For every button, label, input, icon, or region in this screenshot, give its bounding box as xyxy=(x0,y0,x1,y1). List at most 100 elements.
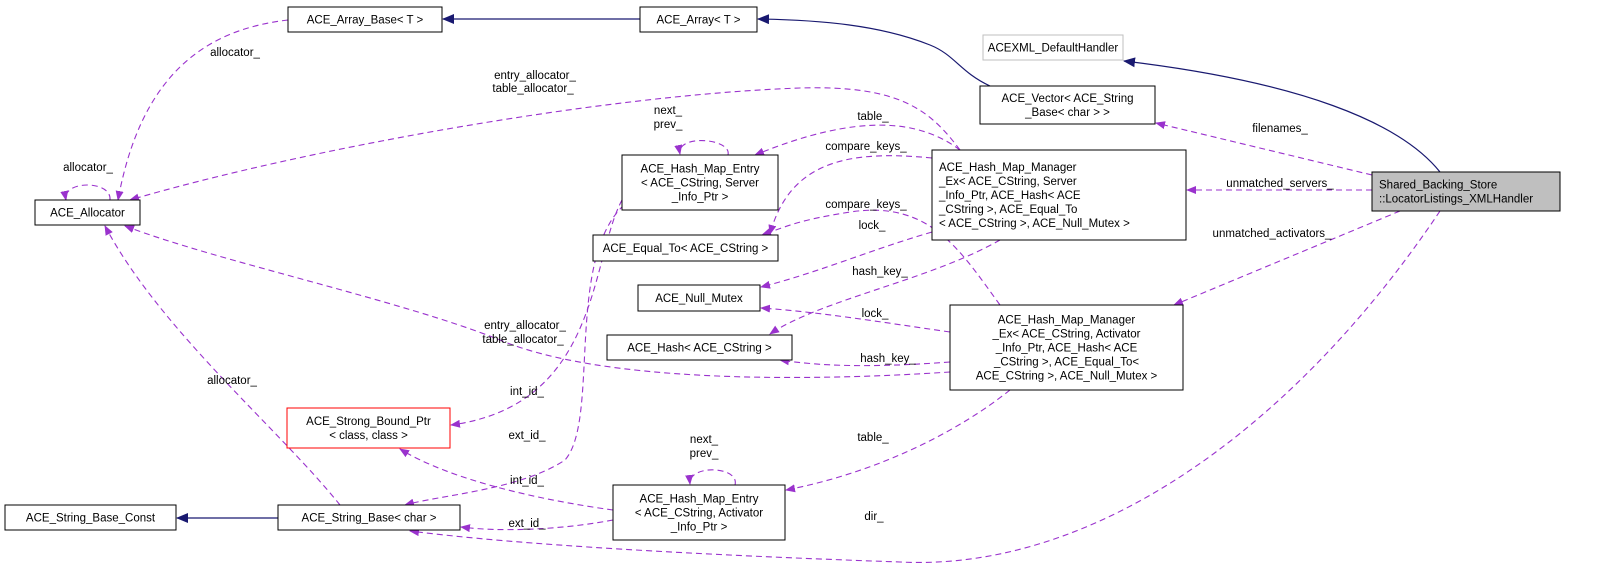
class-node-hme-server[interactable]: ACE_Hash_Map_Entry< ACE_CString, Server_… xyxy=(621,154,779,211)
node-label: ACE_Hash_Map_Entry xyxy=(641,164,760,176)
class-node-strong-bound-ptr[interactable]: ACE_Strong_Bound_Ptr< class, class > xyxy=(286,407,451,449)
inherit-edge-vector-to-array xyxy=(757,14,991,87)
node-label: ACE_Hash_Map_Entry xyxy=(640,494,759,506)
edge-hme-server-ext-id xyxy=(404,204,625,507)
edges xyxy=(60,14,1441,563)
node-label: _Base< char > > xyxy=(1024,107,1110,119)
node-box xyxy=(982,34,1124,61)
node-label: ACE_Array< T > xyxy=(657,15,741,27)
edge-label: int_id_ xyxy=(510,475,544,487)
edge-allocator-self xyxy=(60,184,111,201)
edge-hmm-activator-lock xyxy=(760,304,951,333)
node-label: ACE_Hash_Map_Manager xyxy=(939,162,1077,174)
node-box xyxy=(34,199,141,226)
edge-label: table_ xyxy=(857,111,889,123)
edge-unmatched-activators xyxy=(1173,210,1401,306)
node-box xyxy=(979,85,1156,125)
class-node-hmm-activator[interactable]: ACE_Hash_Map_Manager _Ex< ACE_CString, Ac… xyxy=(949,304,1184,391)
edge-hmm-activator-hash xyxy=(779,357,951,367)
node-label: ACE_Hash_Map_Manager xyxy=(998,315,1136,327)
edge-hme-server-int-id xyxy=(450,199,623,428)
node-label: Shared_Backing_Store xyxy=(1379,180,1497,192)
edge-string-base-allocator xyxy=(104,225,341,506)
edge-hmm-server-table xyxy=(754,124,961,156)
node-label: _CString >, ACE_Equal_To xyxy=(938,204,1077,216)
edge-hmm-server-compare xyxy=(768,155,933,235)
edge-labels: allocator_ allocator_ entry_allocator_ t… xyxy=(63,47,1334,530)
edge-label: next_ xyxy=(654,105,683,117)
node-box xyxy=(639,6,758,33)
class-node-vector[interactable]: ACE_Vector< ACE_String _Base< char > > xyxy=(979,85,1156,125)
node-label: < ACE_CString >, ACE_Null_Mutex > xyxy=(939,218,1130,230)
node-box xyxy=(621,154,779,211)
node-label: ACEXML_DefaultHandler xyxy=(988,43,1119,55)
node-box xyxy=(931,149,1187,241)
node-label: < ACE_CString, Server xyxy=(641,178,759,190)
node-label: _Ex< ACE_CString, Server xyxy=(938,176,1077,188)
inherit-edge-main-to-default-handler xyxy=(1123,57,1441,173)
node-label: _Info_Ptr > xyxy=(670,522,728,534)
class-node-array-base[interactable]: ACE_Array_Base< T > xyxy=(287,6,443,33)
edge-hme-server-self xyxy=(674,140,729,156)
class-node-null-mutex[interactable]: ACE_Null_Mutex xyxy=(637,284,761,312)
node-label: ACE_CString >, ACE_Null_Mutex > xyxy=(976,371,1158,383)
class-node-equal-to[interactable]: ACE_Equal_To< ACE_CString > xyxy=(592,234,779,262)
class-node-allocator[interactable]: ACE_Allocator xyxy=(34,199,141,226)
node-label: ACE_Array_Base< T > xyxy=(307,15,424,27)
node-label: ACE_String_Base_Const xyxy=(26,513,156,525)
edge-label: prev_ xyxy=(654,119,683,131)
node-box xyxy=(4,504,177,531)
edge-hmm-activator-allocators xyxy=(124,225,951,379)
edge-label: entry_allocator_ xyxy=(484,320,566,332)
class-node-hme-activator[interactable]: ACE_Hash_Map_Entry< ACE_CString, Activat… xyxy=(612,484,786,541)
edge-label: entry_allocator_ xyxy=(494,70,576,82)
node-label: ACE_Vector< ACE_String xyxy=(1001,93,1133,105)
edge-hmm-server-hash xyxy=(769,239,1001,335)
edge-label: table_allocator_ xyxy=(482,334,564,346)
class-node-hash[interactable]: ACE_Hash< ACE_CString > xyxy=(606,334,793,361)
node-label: ::LocatorListings_XMLHandler xyxy=(1379,194,1533,206)
class-node-hmm-server[interactable]: ACE_Hash_Map_Manager _Ex< ACE_CString, Se… xyxy=(931,149,1187,241)
edge-hme-activator-int-id xyxy=(399,448,614,511)
edge-label: lock_ xyxy=(859,220,886,232)
class-node-default-handler[interactable]: ACEXML_DefaultHandler xyxy=(982,34,1124,61)
node-label: ACE_Strong_Bound_Ptr xyxy=(306,416,431,428)
edge-hmm-activator-compare xyxy=(761,209,1001,306)
nodes: ACE_Array_Base< T > ACE_Array< T > ACEXML_… xyxy=(4,6,1561,541)
edge-hme-activator-self xyxy=(685,469,736,486)
edge-label: ext_id_ xyxy=(508,430,546,442)
edge-label: filenames_ xyxy=(1252,123,1308,135)
node-box xyxy=(287,6,443,33)
edge-label: unmatched_activators_ xyxy=(1213,228,1333,240)
class-node-array[interactable]: ACE_Array< T > xyxy=(639,6,758,33)
node-box xyxy=(277,504,461,531)
edge-label: table_ xyxy=(857,432,889,444)
class-node-string-base-const[interactable]: ACE_String_Base_Const xyxy=(4,504,177,531)
node-label: _CString >, ACE_Equal_To< xyxy=(993,357,1139,369)
edge-label: hash_key_ xyxy=(860,353,916,365)
edge-label: dir_ xyxy=(864,511,884,523)
node-label: ACE_String_Base< char > xyxy=(302,513,437,525)
edge-filenames xyxy=(1155,121,1373,176)
node-label: ACE_Hash< ACE_CString > xyxy=(627,343,772,355)
edge-label: next_ xyxy=(690,434,719,446)
edge-label: compare_keys_ xyxy=(825,141,907,153)
edge-array-base-allocator xyxy=(115,19,289,201)
class-node-main[interactable]: Shared_Backing_Store::LocatorListings_XM… xyxy=(1371,171,1561,212)
edge-label: hash_key_ xyxy=(852,266,908,278)
node-box xyxy=(606,334,793,361)
node-label: ACE_Equal_To< ACE_CString > xyxy=(603,243,769,255)
edge-label: table_allocator_ xyxy=(492,83,574,95)
edge-hmm-activator-table xyxy=(785,389,1011,493)
edge-label: ext_id_ xyxy=(508,518,546,530)
edge-hme-activator-ext-id xyxy=(460,519,614,533)
class-node-string-base[interactable]: ACE_String_Base< char > xyxy=(277,504,461,531)
node-label: _Ex< ACE_CString, Activator xyxy=(992,329,1141,341)
node-box xyxy=(286,407,451,449)
edge-label: allocator_ xyxy=(63,162,113,174)
node-label: _Info_Ptr, ACE_Hash< ACE xyxy=(995,343,1138,355)
edge-hmm-server-lock xyxy=(760,231,933,289)
edge-hmm-server-allocators xyxy=(129,87,961,202)
edge-label: allocator_ xyxy=(207,375,257,387)
